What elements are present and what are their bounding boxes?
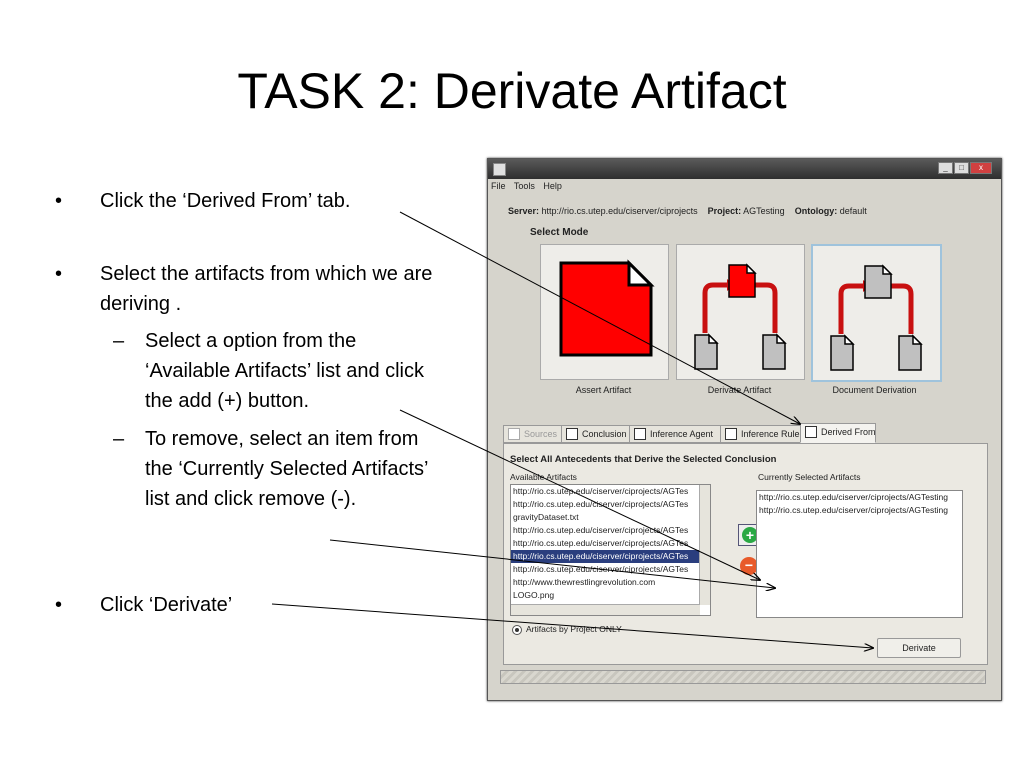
tab-derived-from[interactable]: Derived From — [800, 423, 876, 443]
list-item[interactable]: http://rio.cs.utep.edu/ciserver/ciprojec… — [759, 505, 948, 515]
tab-inference-agent[interactable]: Inference Agent — [629, 425, 723, 443]
tab-inference-rule[interactable]: Inference Rule — [720, 425, 802, 443]
arrow-to-derivate-button — [271, 603, 873, 648]
project-label: Project: — [707, 206, 742, 216]
menu-help[interactable]: Help — [543, 181, 562, 191]
list-item[interactable]: http://rio.cs.utep.edu/ciserver/ciprojec… — [513, 525, 689, 535]
selected-artifacts-label: Currently Selected Artifacts — [758, 472, 861, 482]
server-value: http://rio.cs.utep.edu/ciserver/ciprojec… — [541, 206, 698, 216]
tab-checkbox — [805, 426, 817, 438]
list-item[interactable]: http://www.thewrestlingrevolution.com — [513, 577, 656, 587]
mode-assert-artifact-button[interactable] — [540, 244, 669, 380]
ontology-value: default — [839, 206, 867, 216]
derivation-red-icon — [694, 263, 787, 370]
project-only-radio[interactable]: Artifacts by Project ONLY — [512, 624, 622, 635]
tab-checkbox — [634, 428, 646, 440]
menu-bar: File Tools Help — [491, 181, 568, 195]
menu-tools[interactable]: Tools — [513, 181, 535, 191]
tab-checkbox — [566, 428, 578, 440]
list-item[interactable]: http://rio.cs.utep.edu/ciserver/ciprojec… — [513, 538, 689, 548]
menu-file[interactable]: File — [491, 181, 506, 191]
ontology-label: Ontology: — [794, 206, 838, 216]
maximize-button[interactable]: □ — [954, 162, 969, 174]
arrow-to-derived-from-tab — [399, 211, 800, 424]
tab-checkbox — [508, 428, 520, 440]
mode-caption-assert: Assert Artifact — [575, 385, 632, 395]
panel-title: Select All Antecedents that Derive the S… — [510, 454, 777, 465]
list-item[interactable]: http://rio.cs.utep.edu/ciserver/ciprojec… — [513, 499, 689, 509]
tab-checkbox — [725, 428, 737, 440]
project-value: AGTesting — [743, 206, 785, 216]
close-button[interactable]: x — [970, 162, 992, 174]
available-artifacts-label: Available Artifacts — [510, 472, 577, 482]
server-label: Server: — [508, 206, 540, 216]
connection-info: Server: http://rio.cs.utep.edu/ciserver/… — [508, 206, 867, 216]
radio-indicator — [512, 624, 522, 635]
horizontal-scrollbar[interactable] — [511, 604, 700, 615]
app-window: _ □ x File Tools Help Server: http://rio… — [487, 158, 1002, 701]
derived-from-panel: Select All Antecedents that Derive the S… — [503, 443, 988, 665]
tab-conclusion[interactable]: Conclusion — [561, 425, 631, 443]
mode-caption-derivate: Derivate Artifact — [707, 385, 772, 395]
mode-caption-document: Document Derivation — [832, 385, 917, 395]
window-titlebar: _ □ x — [488, 159, 1001, 179]
list-item[interactable]: LOGO.png — [513, 590, 555, 600]
status-progress-bar — [500, 670, 986, 684]
list-item[interactable]: gravityDataset.txt — [513, 512, 579, 522]
mode-derivate-artifact-button[interactable] — [676, 244, 805, 380]
remove-artifact-button[interactable]: − — [740, 557, 758, 575]
vertical-scrollbar[interactable] — [699, 485, 710, 605]
slide-title: TASK 2: Derivate Artifact — [237, 63, 787, 119]
arrow-to-selected-item — [399, 409, 760, 580]
derivation-grey-icon — [830, 264, 923, 371]
select-mode-label: Select Mode — [530, 227, 589, 238]
minimize-button[interactable]: _ — [938, 162, 953, 174]
mode-document-derivation-button[interactable] — [811, 244, 942, 382]
list-item[interactable]: http://rio.cs.utep.edu/ciserver/ciprojec… — [759, 492, 948, 502]
list-item-selected[interactable]: http://rio.cs.utep.edu/ciserver/ciprojec… — [511, 550, 710, 563]
red-document-icon — [559, 259, 655, 357]
plus-icon: + — [742, 527, 758, 543]
selected-artifacts-list[interactable]: http://rio.cs.utep.edu/ciserver/ciprojec… — [756, 490, 963, 618]
java-app-icon — [493, 163, 506, 176]
arrow-to-selected-list — [329, 539, 775, 588]
list-item[interactable]: http://rio.cs.utep.edu/ciserver/ciprojec… — [513, 486, 689, 496]
derivate-button[interactable]: Derivate — [877, 638, 961, 658]
